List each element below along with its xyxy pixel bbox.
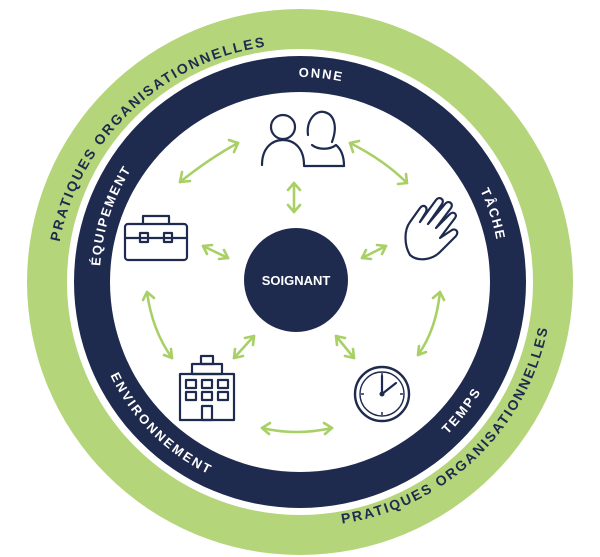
arrow-temps-soignant <box>334 334 356 360</box>
arrow-personne-equipement <box>178 138 240 184</box>
arrow-tache-soignant <box>360 243 388 261</box>
arrow-environnement-temps <box>260 421 334 436</box>
people-icon <box>260 110 346 168</box>
center-node <box>244 228 348 332</box>
building-icon <box>178 354 236 422</box>
arrows <box>141 138 446 436</box>
clock-icon <box>353 365 411 423</box>
arrow-personne-soignant <box>286 181 302 214</box>
toolbox-icon <box>123 214 189 262</box>
arrow-equipement-environnement <box>141 290 174 360</box>
arrow-environnement-soignant <box>232 334 256 360</box>
arrow-equipement-soignant <box>201 243 230 261</box>
center-label: SOIGNANT <box>262 273 331 288</box>
arrow-personne-tache <box>348 139 409 186</box>
arrow-tache-temps <box>416 290 446 357</box>
hand-icon <box>404 197 459 261</box>
